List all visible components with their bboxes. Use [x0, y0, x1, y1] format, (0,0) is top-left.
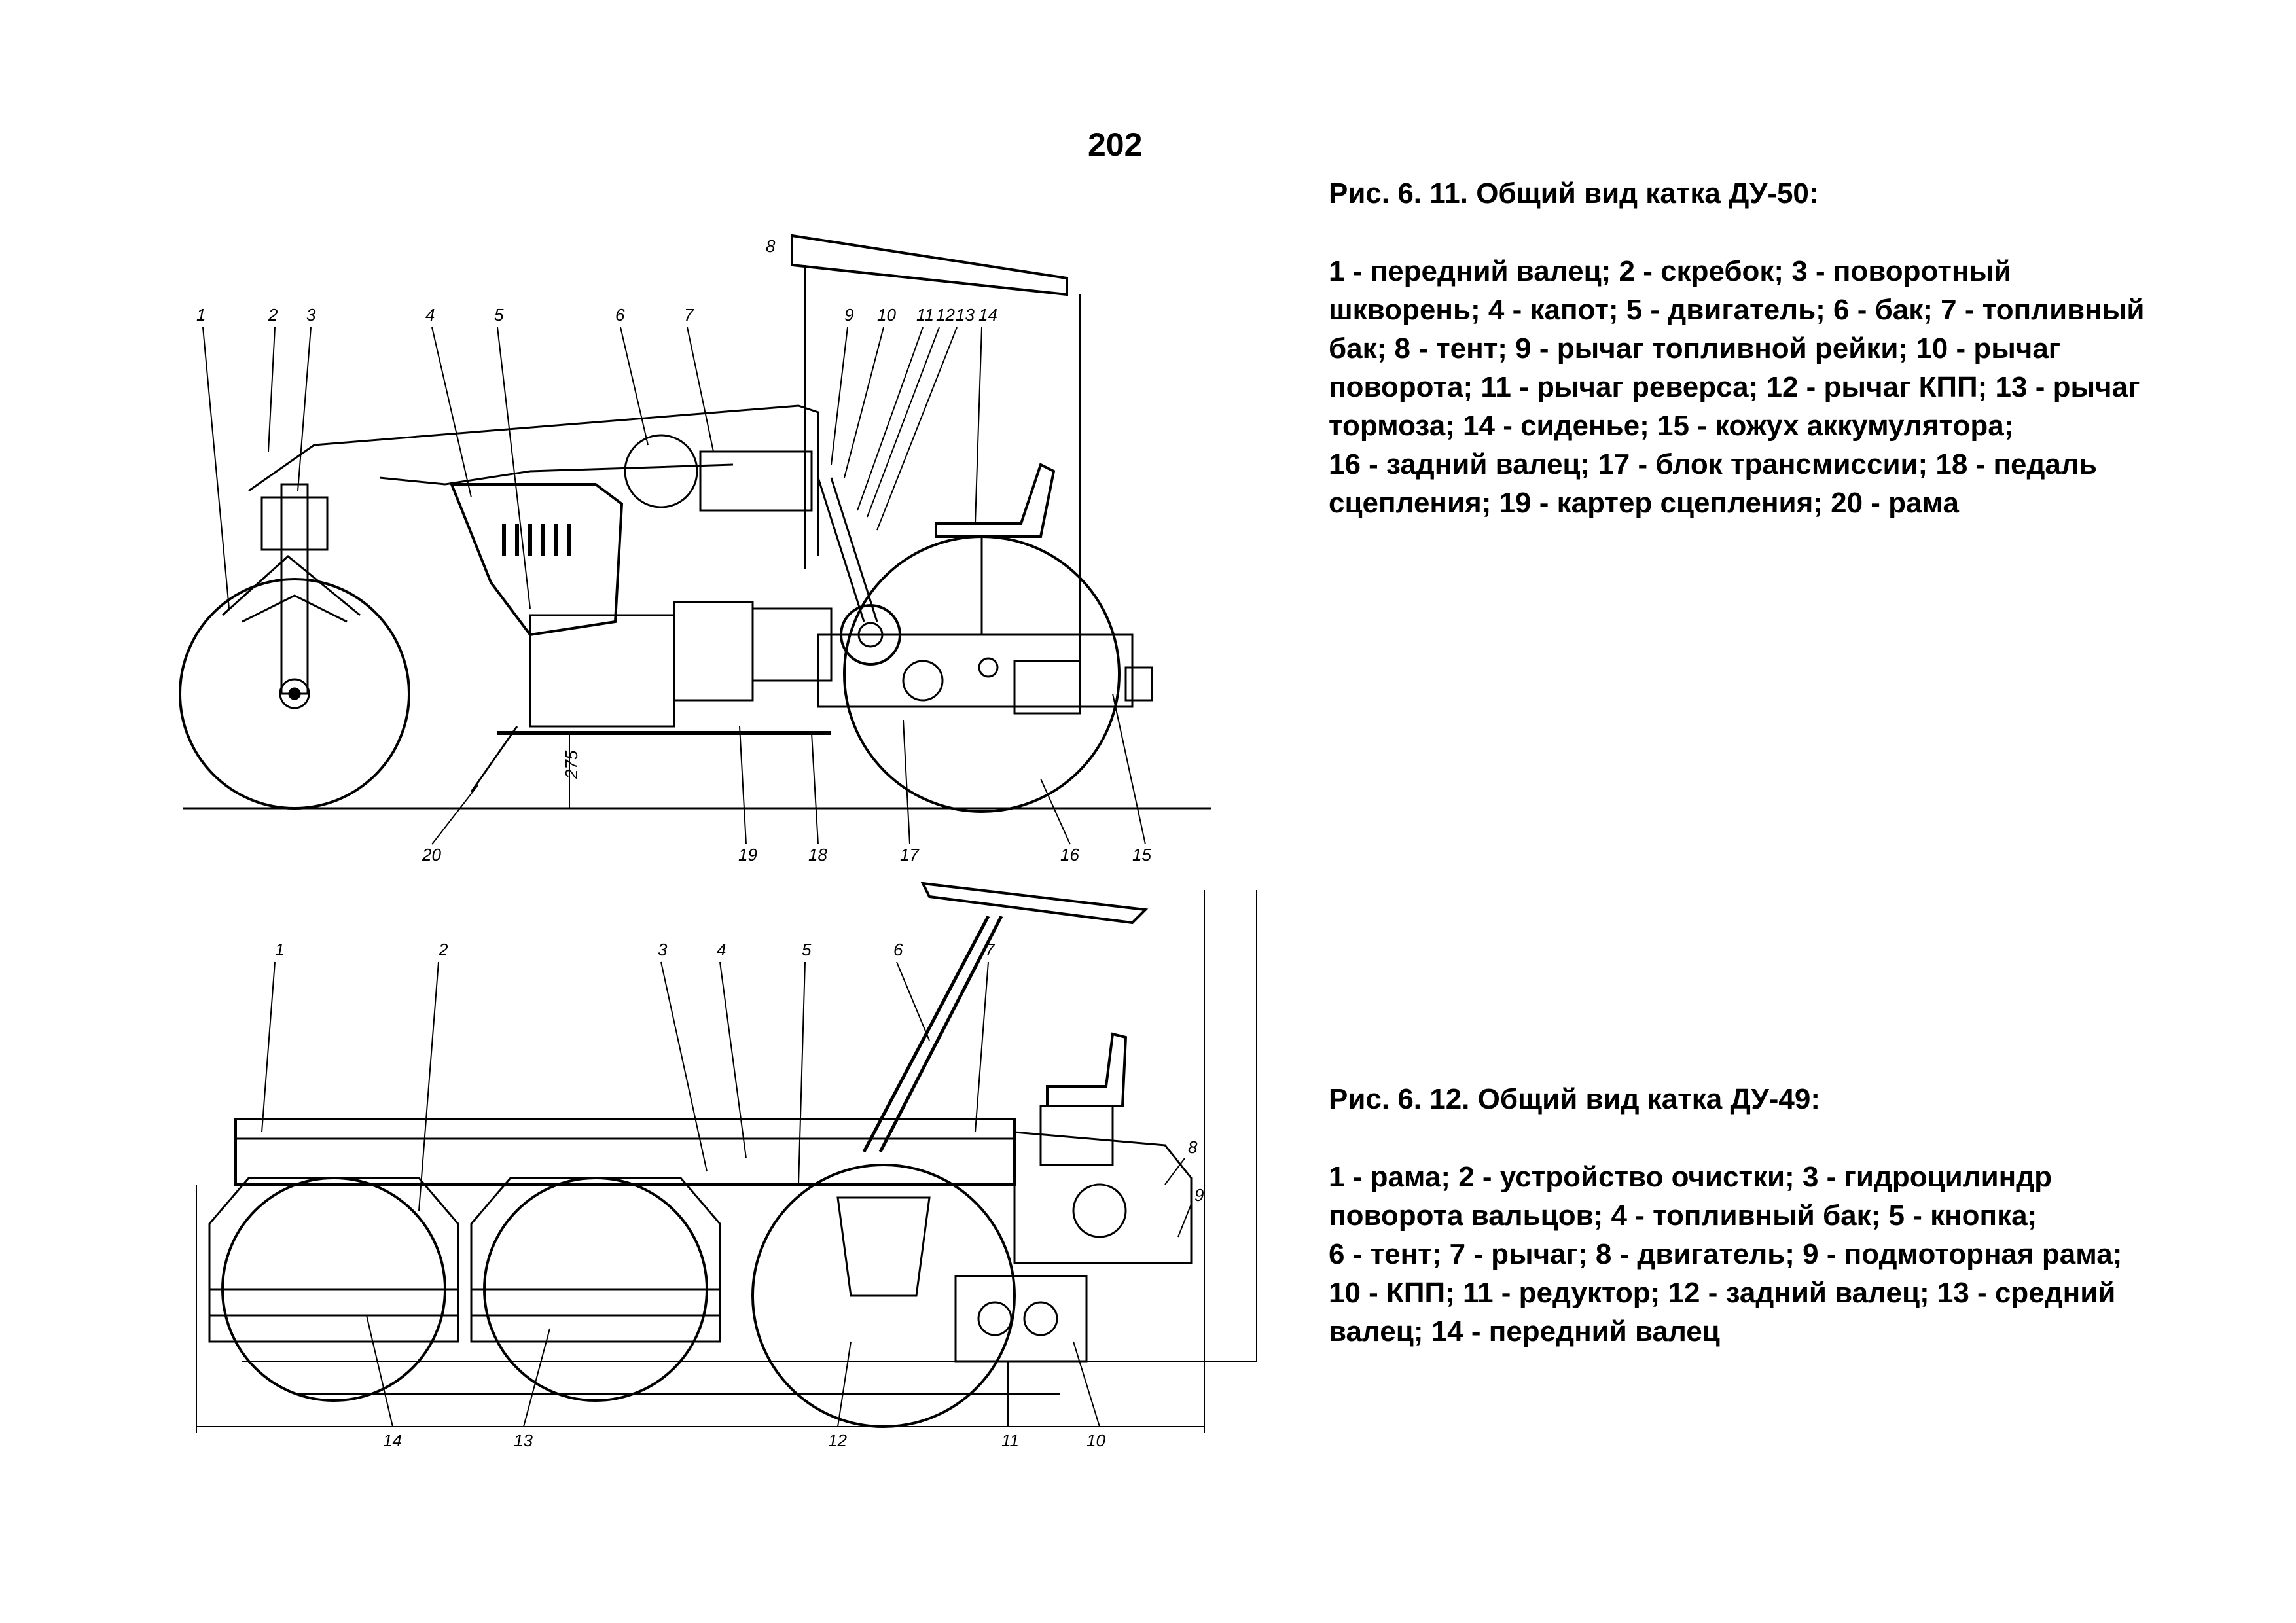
figure1-caption: Рис. 6. 11. Общий вид катка ДУ-50: 1 - п…: [1329, 174, 2258, 522]
fig1-callout-14: 14: [978, 305, 997, 325]
fig2-callout-5: 5: [802, 940, 812, 959]
figure1-title: Рис. 6. 11. Общий вид катка ДУ-50:: [1329, 177, 1819, 209]
fig2-callout-13: 13: [514, 1431, 533, 1450]
fig1-callout-17: 17: [900, 845, 920, 865]
fig2-callout-1: 1: [275, 940, 284, 959]
fig2-callout-11: 11: [1001, 1431, 1019, 1450]
fig2-callout-7: 7: [985, 940, 996, 959]
fig1-callout-11: 11: [916, 305, 934, 325]
du50-side-view-drawing: 275 1 2 3 4 5 6 7 8 9 10 11 12 13 14: [179, 234, 1211, 865]
fig1-callout-1: 1: [196, 305, 206, 325]
fig1-callout-12: 12: [936, 305, 955, 325]
dimension-label-275: 275: [562, 750, 581, 779]
fig1-callout-10: 10: [877, 305, 896, 325]
fig2-callout-9: 9: [1194, 1185, 1204, 1205]
fig2-callout-4: 4: [717, 940, 726, 959]
fig2-callout-10: 10: [1086, 1431, 1105, 1450]
page-number: 202: [1088, 126, 1143, 163]
fig1-callout-3: 3: [306, 305, 316, 325]
fig1-callout-8: 8: [766, 236, 776, 256]
figure2-caption: Рис. 6. 12. Общий вид катка ДУ-49: 1 - р…: [1329, 1080, 2258, 1351]
fig1-callout-2: 2: [268, 305, 278, 325]
du49-side-view-drawing: 1 2 3 4 5 6 7 8 9 10 11 12 13 14: [196, 882, 1257, 1450]
fig2-callout-8: 8: [1188, 1137, 1198, 1157]
fig1-callout-20: 20: [422, 845, 441, 865]
fig2-callout-14: 14: [383, 1431, 402, 1450]
fig1-callout-9: 9: [844, 305, 853, 325]
fig1-callout-16: 16: [1060, 845, 1079, 865]
fig1-callout-18: 18: [808, 845, 827, 865]
fig1-callout-7: 7: [684, 305, 694, 325]
figure2-legend: 1 - рама; 2 - устройство очистки; 3 - ги…: [1329, 1161, 2123, 1347]
fig2-callout-3: 3: [658, 940, 668, 959]
figure2-title: Рис. 6. 12. Общий вид катка ДУ-49:: [1329, 1083, 1820, 1115]
fig2-callout-6: 6: [893, 940, 903, 959]
fig1-callout-19: 19: [738, 845, 757, 865]
fig1-callout-4: 4: [425, 305, 435, 325]
fig1-callout-13: 13: [956, 305, 975, 325]
fig2-callout-2: 2: [438, 940, 448, 959]
fig1-callout-6: 6: [615, 305, 625, 325]
figure1-legend: 1 - передний валец; 2 - скребок; 3 - пов…: [1329, 255, 2145, 519]
fig1-callout-15: 15: [1132, 845, 1151, 865]
fig1-callout-5: 5: [494, 305, 504, 325]
fig2-callout-12: 12: [828, 1431, 847, 1450]
